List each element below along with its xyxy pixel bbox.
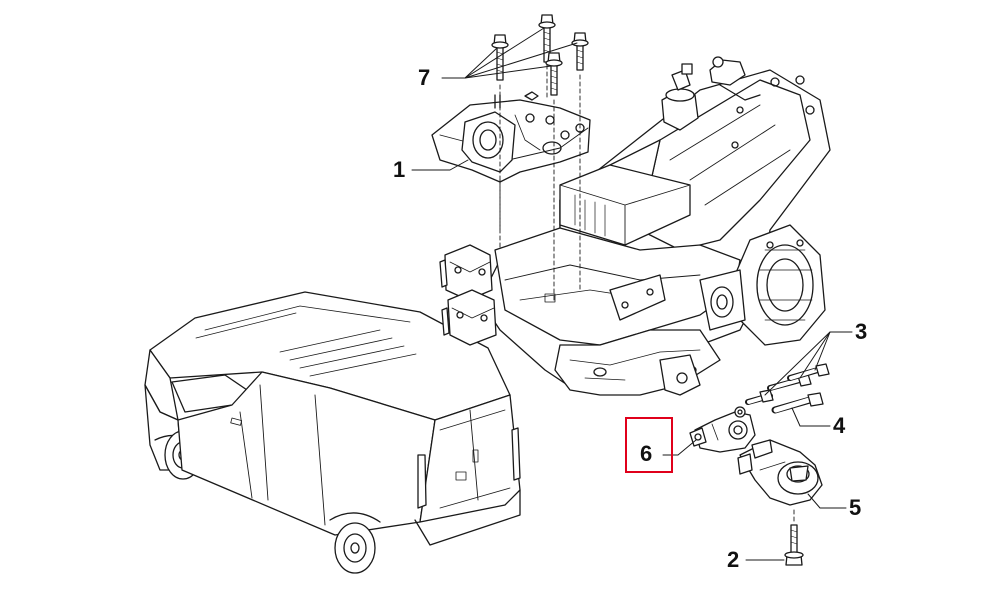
callout-5: 5 [849,495,862,520]
callout-2: 2 [727,547,740,572]
part-3-bolts [745,363,830,405]
actuator-blocks [439,244,497,346]
callout-4: 4 [833,413,846,438]
part-6-bracket [689,406,756,453]
callout-7: 7 [418,65,431,90]
leader-lines [411,27,853,561]
highlight-box-part-6 [625,417,673,473]
part-7-bolts [491,14,589,96]
part-4-bolt [771,392,824,414]
callout-1: 1 [393,157,406,182]
powertrain-assembly [439,56,831,396]
callout-6: 6 [640,441,653,466]
part-2-bolt [784,524,804,566]
van-illustration [144,291,521,574]
part-1-upper-mount [431,91,591,183]
part-5-torque-rod [737,439,823,506]
alignment-dashes [499,64,795,523]
callout-3: 3 [855,319,868,344]
